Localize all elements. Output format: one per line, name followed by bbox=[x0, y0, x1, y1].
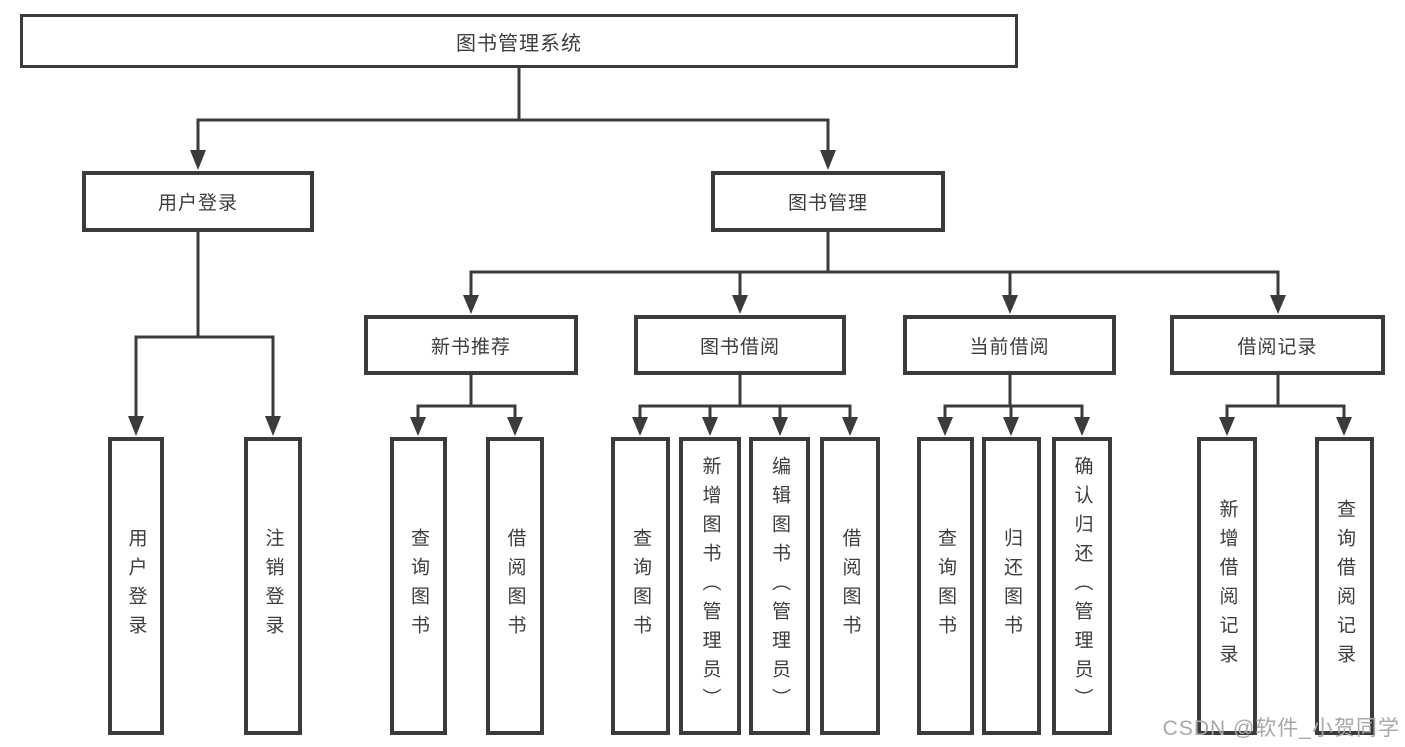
leaf-add-borrow-record: 新增借阅记录 bbox=[1197, 437, 1257, 735]
node-library-system: 图书管理系统 bbox=[20, 14, 1018, 68]
node-book-borrow: 图书借阅 bbox=[634, 315, 846, 375]
leaf-borrow-books-2: 借阅图书 bbox=[820, 437, 880, 735]
node-new-book-recommend: 新书推荐 bbox=[364, 315, 578, 375]
node-user-login: 用户登录 bbox=[82, 171, 314, 232]
node-borrow-records: 借阅记录 bbox=[1170, 315, 1385, 375]
node-label: 新书推荐 bbox=[430, 336, 511, 358]
node-label: 图书管理 bbox=[787, 193, 868, 214]
node-label: 图书借阅 bbox=[699, 336, 780, 358]
node-label: 新增图书（管理员） bbox=[699, 455, 721, 717]
leaf-return-books: 归还图书 bbox=[982, 437, 1041, 735]
leaf-query-books-3: 查询图书 bbox=[917, 437, 974, 735]
node-label: 归还图书 bbox=[1001, 528, 1022, 644]
leaf-confirm-return-admin: 确认归还（管理员） bbox=[1052, 437, 1112, 735]
csdn-watermark: CSDN @软件_小贺同学 bbox=[1162, 717, 1400, 740]
leaf-query-borrow-record: 查询借阅记录 bbox=[1315, 437, 1374, 735]
leaf-add-books-admin: 新增图书（管理员） bbox=[679, 437, 741, 735]
node-label: 注销登录 bbox=[262, 528, 284, 644]
node-label: 查询图书 bbox=[630, 528, 651, 644]
node-label: 查询图书 bbox=[935, 528, 956, 644]
leaf-query-books-1: 查询图书 bbox=[390, 437, 447, 735]
leaf-borrow-books-1: 借阅图书 bbox=[486, 437, 544, 735]
node-label: 确认归还（管理员） bbox=[1071, 455, 1093, 717]
node-label: 借阅图书 bbox=[504, 528, 526, 644]
node-label: 查询借阅记录 bbox=[1334, 499, 1355, 673]
node-current-borrow: 当前借阅 bbox=[903, 315, 1116, 375]
node-label: 用户登录 bbox=[157, 193, 238, 214]
node-label: 查询图书 bbox=[408, 528, 429, 644]
node-label: 新增借阅记录 bbox=[1216, 499, 1238, 673]
node-label: 当前借阅 bbox=[969, 336, 1050, 358]
node-label: 用户登录 bbox=[125, 528, 147, 644]
leaf-user-login: 用户登录 bbox=[108, 437, 164, 735]
node-label: 图书管理系统 bbox=[456, 32, 582, 55]
leaf-edit-books-admin: 编辑图书（管理员） bbox=[749, 437, 810, 735]
node-label: 借阅记录 bbox=[1237, 336, 1318, 358]
node-label: 借阅图书 bbox=[839, 528, 861, 644]
node-label: 编辑图书（管理员） bbox=[769, 455, 790, 717]
leaf-logout: 注销登录 bbox=[244, 437, 302, 735]
node-book-management: 图书管理 bbox=[711, 171, 945, 232]
leaf-query-books-2: 查询图书 bbox=[611, 437, 670, 735]
